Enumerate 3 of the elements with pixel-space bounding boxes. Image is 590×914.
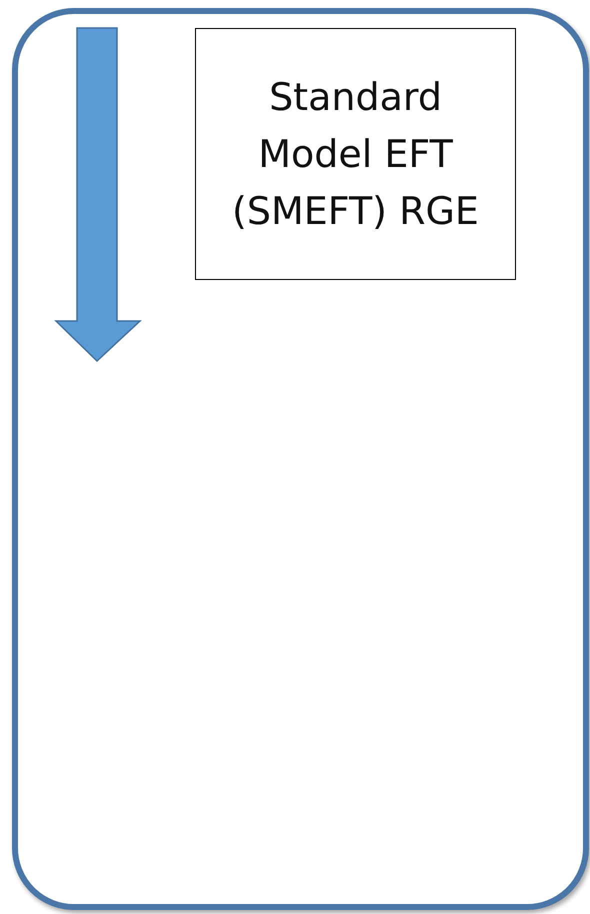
box-label: Standard Model EFT (SMEFT) RGE (231, 74, 480, 234)
text-box (195, 28, 516, 280)
rounded-panel (12, 8, 589, 910)
